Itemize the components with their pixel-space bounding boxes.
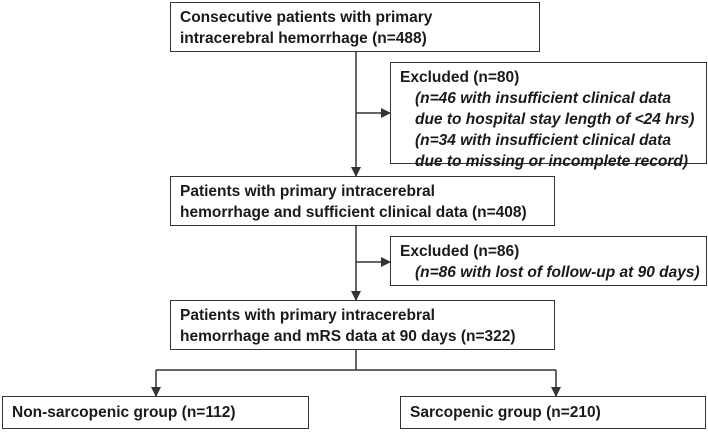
non-sarcopenic-group-box: Non-sarcopenic group (n=112) bbox=[2, 396, 309, 429]
first-exclusion-detail-4: due to missing or incomplete record) bbox=[415, 153, 689, 170]
first-exclusion-detail-3: (n=34 with insufficient clinical data bbox=[415, 132, 671, 149]
initial-cohort-box: Consecutive patients with primary intrac… bbox=[170, 2, 540, 52]
first-exclusion-heading: Excluded (n=80) bbox=[400, 69, 520, 86]
first-exclusion-detail-2: due to hospital stay length of <24 hrs) bbox=[415, 111, 695, 128]
sufficient-data-line-1: Patients with primary intracerebral bbox=[180, 183, 435, 200]
initial-cohort-line-1: Consecutive patients with primary bbox=[180, 9, 433, 26]
mrs-data-box: Patients with primary intracerebral hemo… bbox=[170, 300, 555, 350]
sufficient-data-line-2: hemorrhage and sufficient clinical data … bbox=[180, 204, 527, 221]
mrs-data-line-2: hemorrhage and mRS data at 90 days (n=32… bbox=[180, 328, 516, 345]
mrs-data-line-1: Patients with primary intracerebral bbox=[180, 307, 435, 324]
initial-cohort-line-2: intracerebral hemorrhage (n=488) bbox=[180, 30, 427, 47]
second-exclusion-box: Excluded (n=86) (n=86 with lost of follo… bbox=[390, 236, 707, 286]
first-exclusion-box: Excluded (n=80) (n=46 with insufficient … bbox=[390, 62, 707, 170]
second-exclusion-heading: Excluded (n=86) bbox=[400, 243, 520, 260]
non-sarcopenic-group-label: Non-sarcopenic group (n=112) bbox=[12, 404, 236, 421]
sufficient-data-box: Patients with primary intracerebral hemo… bbox=[170, 176, 555, 226]
sarcopenic-group-label: Sarcopenic group (n=210) bbox=[410, 404, 601, 421]
sarcopenic-group-box: Sarcopenic group (n=210) bbox=[400, 396, 706, 429]
first-exclusion-detail-1: (n=46 with insufficient clinical data bbox=[415, 90, 671, 107]
second-exclusion-detail-1: (n=86 with lost of follow-up at 90 days) bbox=[415, 264, 700, 281]
